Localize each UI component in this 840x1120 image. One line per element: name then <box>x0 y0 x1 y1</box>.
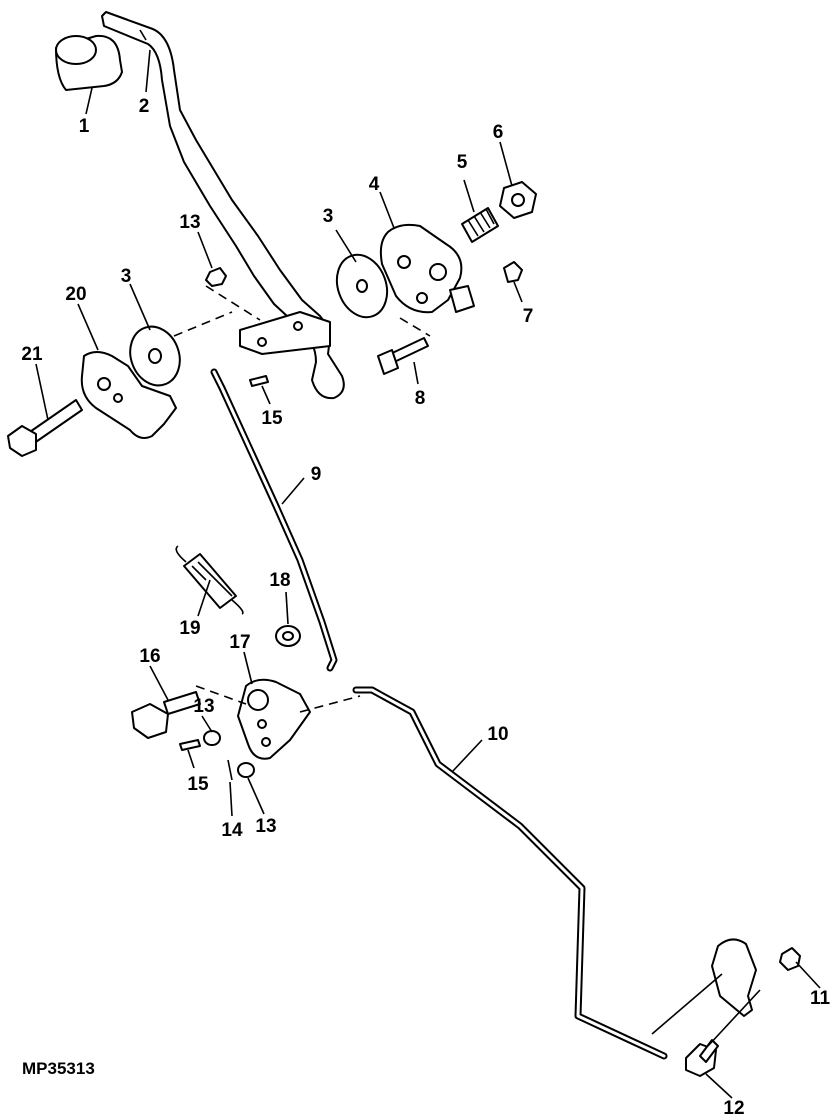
callout-16: 16 <box>139 646 160 667</box>
callout-9: 9 <box>311 464 322 485</box>
part-15-pin-lower <box>179 739 201 751</box>
part-21-bolt <box>7 399 83 457</box>
callout-13-upper: 13 <box>179 212 200 233</box>
part-1-handle-grip <box>55 34 123 91</box>
callout-13-lower: 13 <box>255 816 276 837</box>
callout-4: 4 <box>369 174 380 195</box>
part-20-pivot-plate <box>80 351 177 439</box>
part-3-washer-right <box>335 253 389 319</box>
callout-15-upper: 15 <box>261 408 283 429</box>
callout-7: 7 <box>523 306 534 327</box>
leader-lines <box>35 49 821 1099</box>
part-2-lift-lever <box>101 11 345 400</box>
part-9-link-rod <box>210 368 338 672</box>
part-13-nut-upper <box>205 267 227 287</box>
alignment-lines <box>173 285 431 713</box>
part-5-spring <box>461 207 499 243</box>
part-4-pivot-bracket <box>379 223 475 314</box>
callout-8: 8 <box>415 388 426 409</box>
part-13-nut-lower-b <box>237 762 255 778</box>
part-7-nut <box>503 261 523 283</box>
callout-20: 20 <box>65 284 86 305</box>
part-11-nut <box>779 947 801 971</box>
part-8-bolt <box>377 337 429 375</box>
callout-21: 21 <box>21 344 43 365</box>
part-13-nut-lower-a <box>203 730 221 746</box>
callout-19: 19 <box>179 618 200 639</box>
callout-5: 5 <box>457 152 468 173</box>
callout-12: 12 <box>723 1098 744 1119</box>
callout-3-right: 3 <box>323 206 334 227</box>
callout-11: 11 <box>810 988 831 1009</box>
callout-13-mid: 13 <box>193 696 214 717</box>
callout-14: 14 <box>221 820 243 841</box>
callout-18: 18 <box>269 570 290 591</box>
callout-1: 1 <box>79 116 90 137</box>
part-16-bolt <box>131 691 201 739</box>
part-17-bellcrank <box>237 678 311 760</box>
callout-17: 17 <box>229 632 250 653</box>
callout-2: 2 <box>139 96 150 117</box>
part-10-lift-rod <box>352 686 668 1060</box>
callout-10: 10 <box>487 724 508 745</box>
callout-6: 6 <box>493 122 504 143</box>
part-3-washer-left <box>129 325 181 387</box>
callout-3-left: 3 <box>121 266 132 287</box>
part-6-nut <box>499 181 537 219</box>
part-14-cotter-pin <box>227 759 233 781</box>
callout-15-lower: 15 <box>187 774 209 795</box>
part-18-nut <box>275 625 301 647</box>
callout-labels: 1 2 3 3 4 5 6 7 8 9 10 11 12 13 13 13 14… <box>21 96 830 1119</box>
figure-id: MP35313 <box>22 1059 95 1078</box>
part-12-bracket <box>685 938 757 1077</box>
part-15-pin-upper <box>249 375 269 387</box>
